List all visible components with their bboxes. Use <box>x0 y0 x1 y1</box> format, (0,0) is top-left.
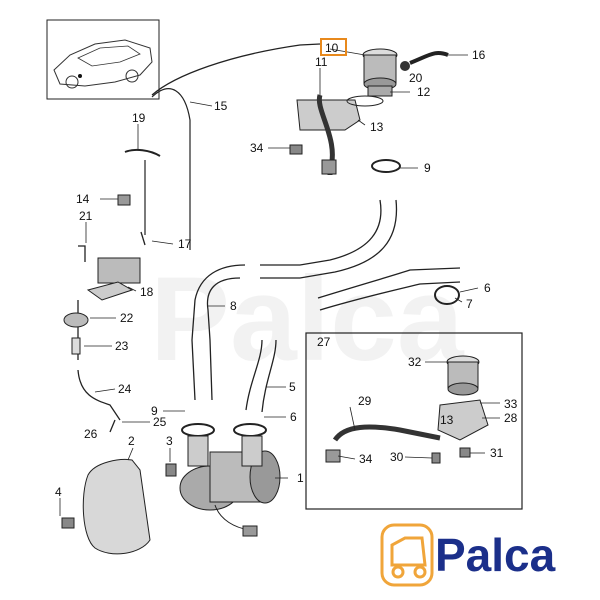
callout-28: 28 <box>504 411 518 425</box>
callout-2: 2 <box>128 434 135 448</box>
callout-labels: 10 16 11 20 12 15 13 19 34 9 14 21 17 18… <box>55 41 518 499</box>
clamp-6-right <box>434 285 460 305</box>
callout-19: 19 <box>132 111 146 125</box>
callout-32: 32 <box>408 355 422 369</box>
callout-8: 8 <box>230 299 237 313</box>
vacuum-hose-15 <box>151 43 321 96</box>
callout-12: 12 <box>417 85 431 99</box>
logo-text: Palca <box>435 529 556 581</box>
sensor-34-top <box>289 144 303 155</box>
connector-14 <box>117 194 131 206</box>
clamp-9-top <box>371 159 401 173</box>
callout-26: 26 <box>84 427 98 441</box>
callout-25: 25 <box>153 415 167 429</box>
air-valve-inset <box>325 355 489 464</box>
callout-13: 13 <box>370 120 384 134</box>
callout-22: 22 <box>120 311 134 325</box>
callout-17: 17 <box>178 237 192 251</box>
callout-24: 24 <box>118 382 132 396</box>
logo-van-icon <box>380 523 434 587</box>
watermark-text: Palca <box>150 252 465 386</box>
callout-23: 23 <box>115 339 129 353</box>
callout-6-bottom: 6 <box>290 410 297 424</box>
callout-30: 30 <box>390 450 404 464</box>
callout-34-top: 34 <box>250 141 264 155</box>
car-thumbnail <box>46 19 160 100</box>
callout-9-bottom: 9 <box>151 404 158 418</box>
callout-16: 16 <box>472 48 486 62</box>
highlight-box-10 <box>320 38 347 56</box>
callout-14: 14 <box>76 192 90 206</box>
callout-1: 1 <box>297 471 304 485</box>
callout-5: 5 <box>289 380 296 394</box>
filter-22 <box>63 312 89 328</box>
callout-33: 33 <box>504 397 518 411</box>
palca-logo: Palca <box>380 523 556 587</box>
hose-23 <box>71 337 81 355</box>
callout-10: 10 <box>325 41 339 55</box>
callout-3: 3 <box>166 434 173 448</box>
callout-9-top: 9 <box>424 161 431 175</box>
callout-31: 31 <box>490 446 504 460</box>
callout-21: 21 <box>79 209 93 223</box>
leader-lines <box>59 48 500 516</box>
callout-29: 29 <box>358 394 372 408</box>
bracket-2 <box>61 459 177 555</box>
callout-4: 4 <box>55 485 62 499</box>
intake-hoses <box>191 199 461 413</box>
bracket-11 <box>296 94 384 175</box>
callout-7: 7 <box>466 297 473 311</box>
callout-6-right: 6 <box>484 281 491 295</box>
air-pump-1 <box>179 423 281 537</box>
callout-15: 15 <box>214 99 228 113</box>
callout-11: 11 <box>315 55 328 69</box>
solenoid-18 <box>97 257 141 284</box>
hose-19 <box>124 148 161 157</box>
callout-18: 18 <box>140 285 154 299</box>
air-valve-top <box>362 48 449 97</box>
inset-box-27 <box>305 332 523 510</box>
callout-27: 27 <box>317 335 331 349</box>
callout-34-inset: 34 <box>359 452 373 466</box>
callout-20: 20 <box>409 71 423 85</box>
callout-13-inset: 13 <box>440 413 454 427</box>
